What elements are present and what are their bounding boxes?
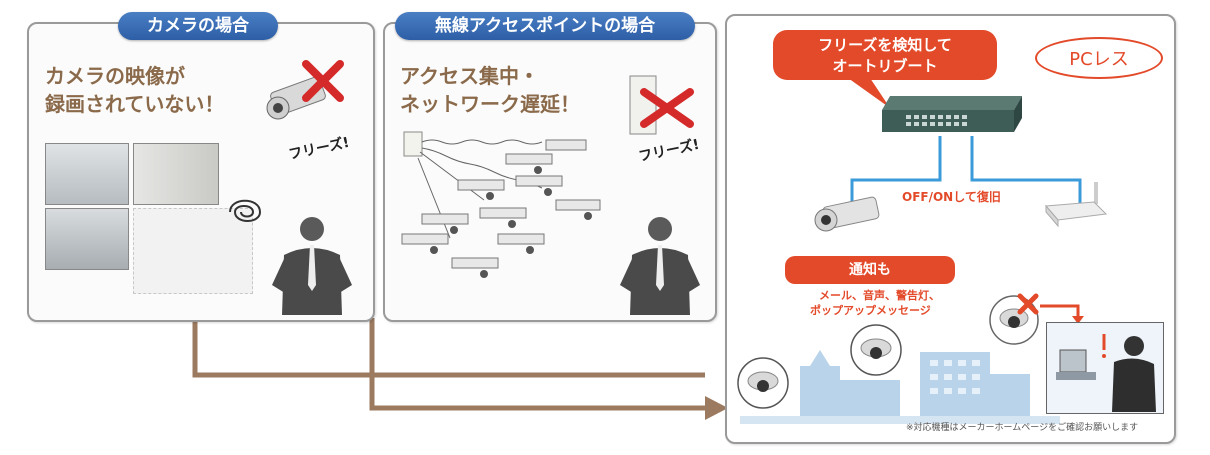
camera-feed-photo-meeting [45, 208, 129, 270]
camera-feed-photo-door [133, 143, 219, 205]
notify-line2: ポップアップメッセージ [810, 304, 931, 317]
camera-feed-photo-office [45, 143, 129, 205]
ip-camera-icon [814, 196, 880, 232]
dome-camera-bubble-center [850, 324, 902, 376]
dome-camera-alert-icon [989, 293, 1084, 345]
network-switch-icon [882, 96, 1022, 132]
auto-reboot-bubble: フリーズを検知して オートリブート [773, 30, 997, 80]
crowded-office-illustration [401, 131, 601, 278]
camera-headline-line2: 録画されていない！ [45, 92, 225, 116]
camera-freeze-icon [266, 60, 344, 120]
confusion-scribble-icon [229, 199, 262, 222]
frustrated-person-icon-2 [620, 217, 700, 315]
recovery-label: OFF/ONして復旧 [902, 190, 1001, 204]
network-cables [850, 136, 1082, 220]
dome-camera-bubble-left [737, 357, 789, 409]
auto-reboot-line1: フリーズを検知して [818, 36, 952, 54]
notify-bubble: 通知も [785, 256, 955, 284]
notify-title: 通知も [849, 262, 891, 278]
ap-headline-line1: アクセス集中・ [400, 64, 539, 88]
pcless-badge [1035, 37, 1163, 79]
pcless-label: PCレス [1069, 49, 1129, 70]
ap-case-tab: 無線アクセスポイントの場合 [395, 12, 695, 40]
ap-headline-line2: ネットワーク遅延！ [400, 92, 580, 116]
frustrated-person-icon [272, 217, 352, 315]
camera-feed-blank [133, 208, 253, 294]
monitoring-operator-icon [1056, 334, 1156, 412]
wireless-ap-icon [1044, 182, 1108, 228]
camera-case-tab: カメラの場合 [118, 12, 278, 40]
facility-buildings-illustration [740, 350, 1060, 424]
auto-reboot-line2: オートリブート [832, 57, 938, 75]
camera-headline-line1: カメラの映像が [45, 64, 185, 88]
access-point-freeze-icon [629, 75, 694, 135]
footnote: ※対応機種はメーカーホームページをご確認お願いします [906, 423, 1139, 433]
notify-line1: メール、音声、警告灯、 [819, 289, 940, 302]
auto-reboot-bubble-tail [848, 78, 890, 108]
